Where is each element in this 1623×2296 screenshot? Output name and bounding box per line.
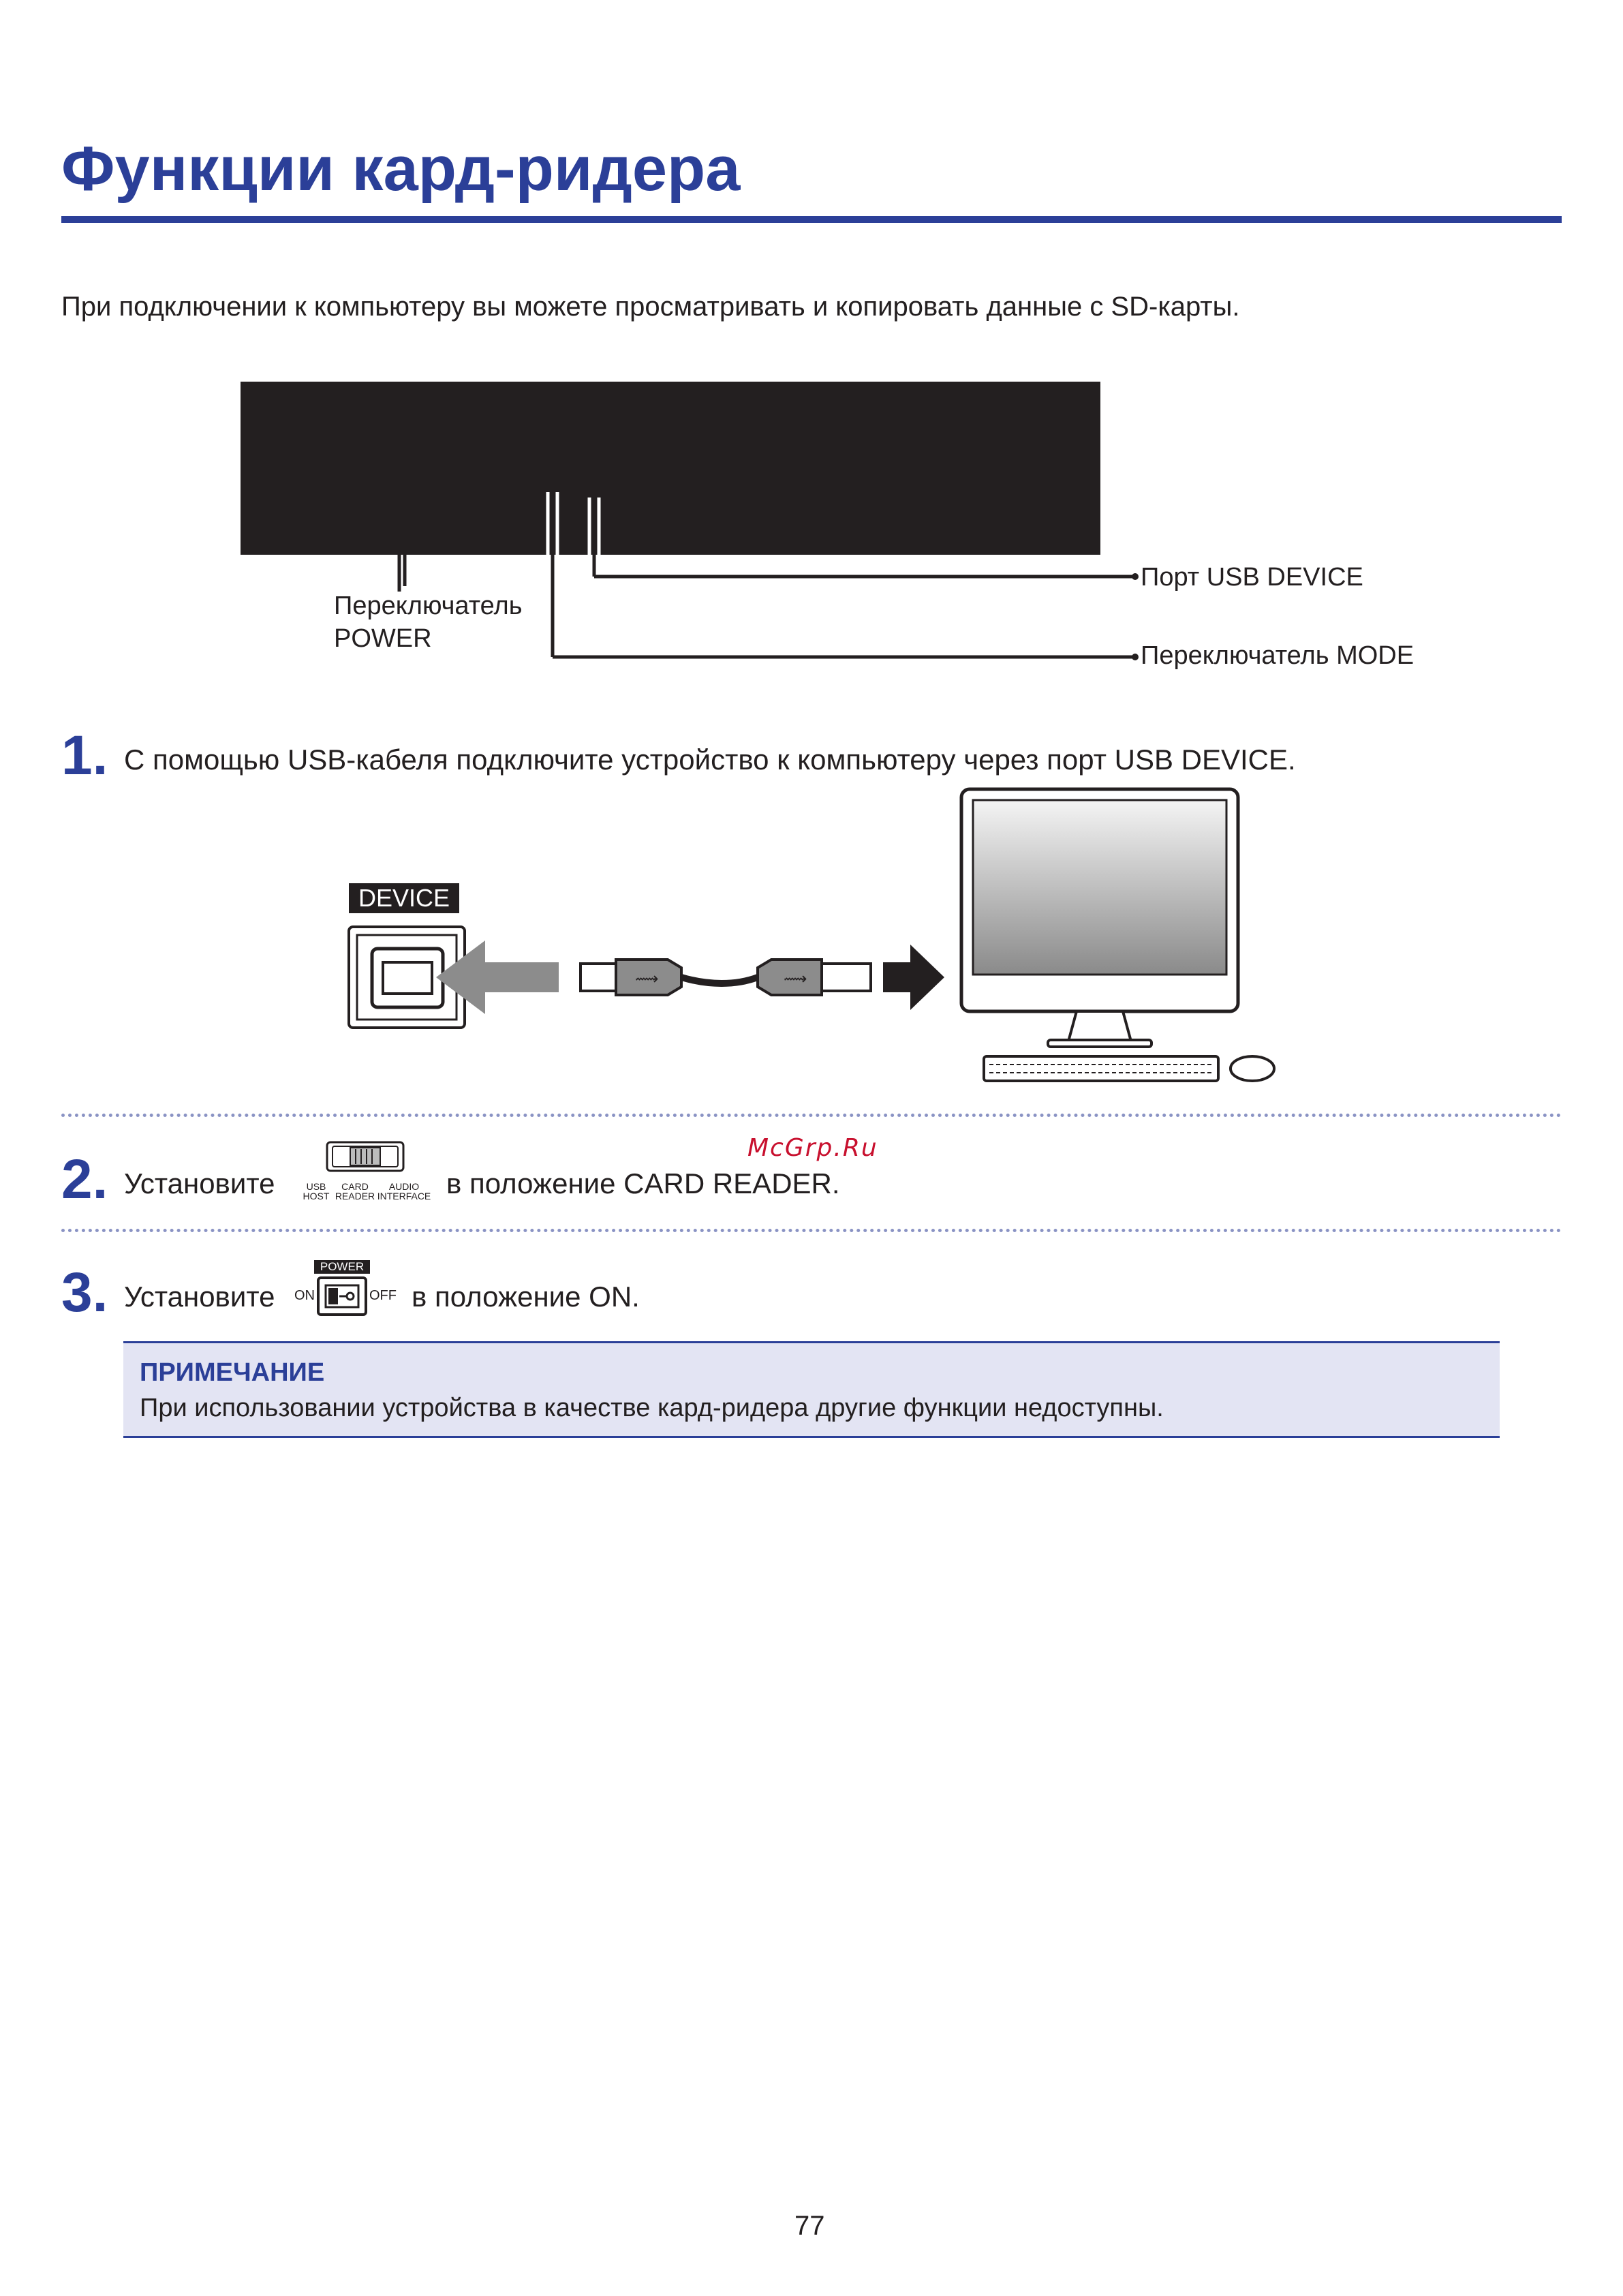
computer-icon bbox=[959, 787, 1276, 1082]
device-panel-diagram bbox=[241, 382, 1139, 660]
usb-connection-illustration: ⟿ ⟿ bbox=[347, 787, 1276, 1082]
title-underline bbox=[61, 216, 1562, 223]
step-2-text-before: Установите bbox=[124, 1167, 275, 1199]
step-2-number: 2. bbox=[61, 1148, 108, 1210]
usb-cable: ⟿ ⟿ bbox=[579, 958, 872, 996]
divider bbox=[61, 1114, 1562, 1117]
note-title: ПРИМЕЧАНИЕ bbox=[140, 1358, 325, 1387]
power-switch-tag: POWER bbox=[314, 1260, 370, 1274]
mode-position-usb-host: USB HOST bbox=[303, 1181, 330, 1201]
step-3-number: 3. bbox=[61, 1261, 108, 1323]
mode-position-card-reader: CARD READER bbox=[335, 1181, 375, 1201]
svg-text:⟿: ⟿ bbox=[635, 969, 658, 988]
power-off-label: OFF bbox=[369, 1288, 397, 1303]
step-2-text-after: в положение CARD READER. bbox=[446, 1167, 840, 1199]
watermark: McGrp.Ru bbox=[747, 1134, 878, 1162]
page-number: 77 bbox=[794, 2211, 825, 2241]
device-panel bbox=[241, 382, 1100, 555]
divider bbox=[61, 1229, 1562, 1232]
step-3-text-before: Установите bbox=[124, 1281, 275, 1313]
svg-text:⟿: ⟿ bbox=[784, 969, 807, 988]
mode-switch-callout: Переключатель MODE bbox=[1141, 641, 1415, 670]
mode-switch-icon: USB HOST CARD READER AUDIO INTERFACE bbox=[297, 1141, 433, 1202]
to-computer-arrow bbox=[883, 945, 944, 1010]
step-1-number: 1. bbox=[61, 724, 108, 786]
note-text: При использовании устройства в качестве … bbox=[140, 1394, 1164, 1422]
device-port-label: DEVICE bbox=[349, 883, 459, 913]
usb-port-callout: Порт USB DEVICE bbox=[1141, 563, 1363, 592]
power-switch-icon bbox=[317, 1276, 367, 1316]
note-box: ПРИМЕЧАНИЕ При использовании устройства … bbox=[123, 1341, 1500, 1438]
step-1-text: С помощью USB-кабеля подключите устройст… bbox=[124, 744, 1296, 776]
insert-arrow bbox=[436, 940, 559, 1014]
step-3-text-after: в положение ON. bbox=[412, 1281, 640, 1313]
mode-position-audio-interface: AUDIO INTERFACE bbox=[377, 1181, 431, 1201]
page-title: Функции кард-ридера bbox=[61, 134, 741, 204]
power-on-label: ON bbox=[294, 1288, 315, 1303]
intro-text: При подключении к компьютеру вы можете п… bbox=[61, 292, 1240, 322]
power-switch-callout: Переключатель POWER bbox=[334, 592, 523, 653]
